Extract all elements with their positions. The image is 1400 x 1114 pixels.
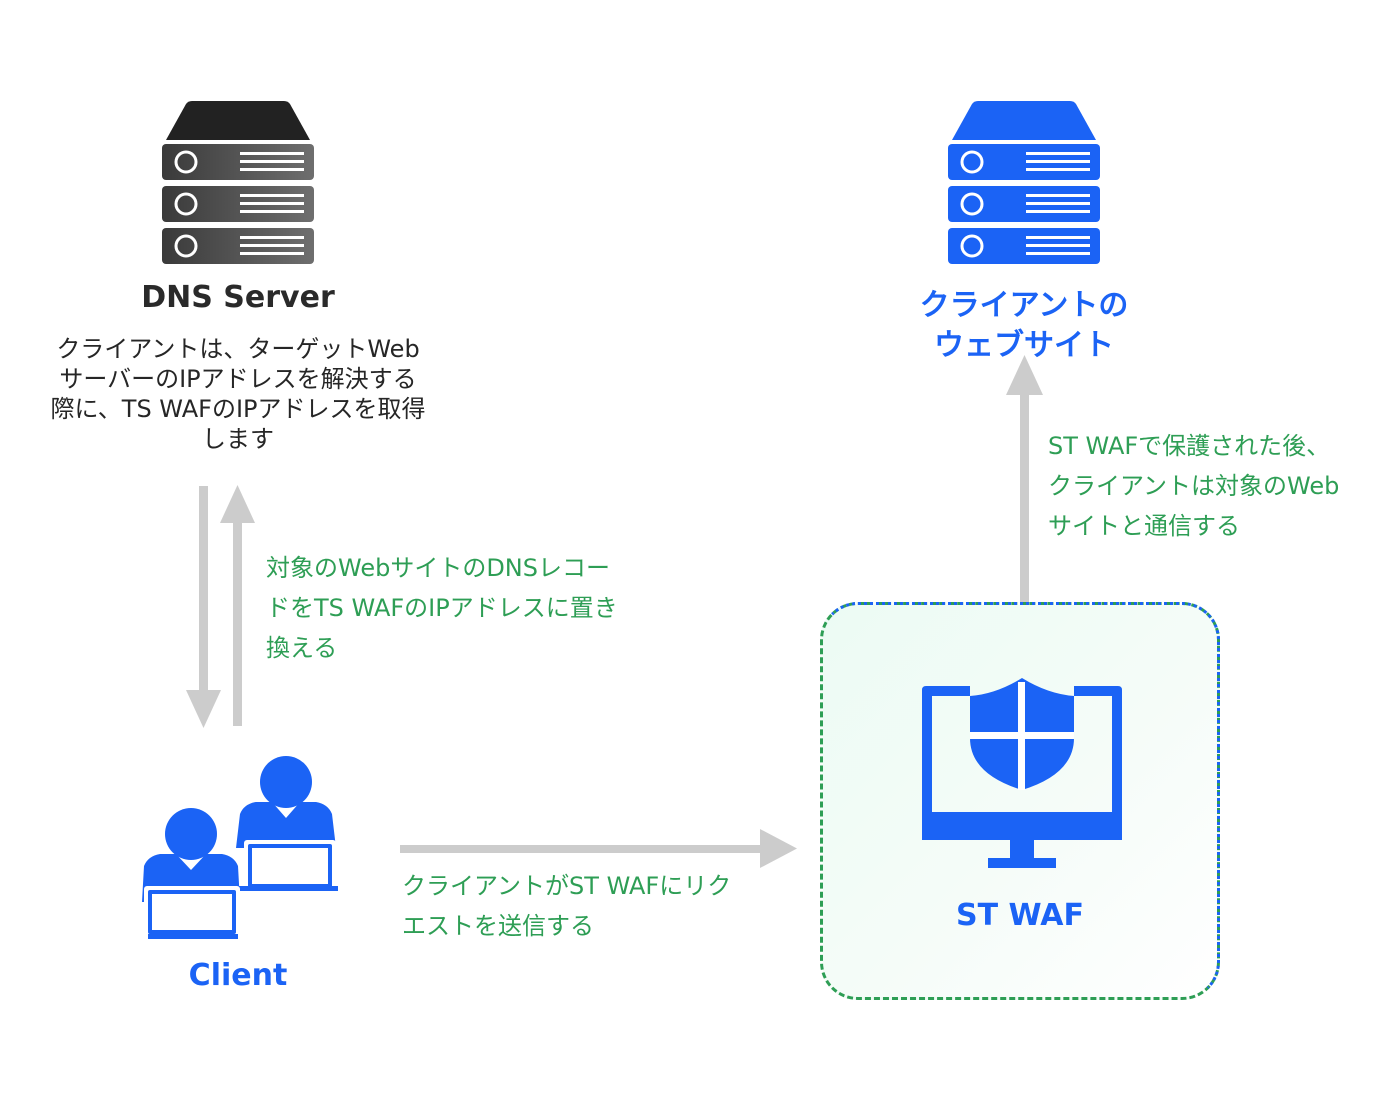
dns-server-description: クライアントは、ターゲットWebサーバーのIPアドレスを解決する際に、TS WA… bbox=[50, 335, 426, 453]
arrow-client-to-waf bbox=[400, 829, 797, 868]
dns-server-icon bbox=[162, 101, 314, 264]
website-title-line2: ウェブサイト bbox=[934, 328, 1114, 363]
note-dns-record: 対象のWebサイトのDNSレコードをTS WAFのIPアドレスに置き換える bbox=[266, 554, 618, 662]
arrow-dns-to-client bbox=[186, 486, 221, 728]
arrow-client-to-dns bbox=[220, 485, 255, 726]
waf-title: ST WAF bbox=[956, 898, 1084, 933]
client-users-icon bbox=[142, 756, 338, 939]
note-after-protection: ST WAFで保護された後、クライアントは対象のWebサイトと通信する bbox=[1048, 432, 1340, 540]
website-server-icon bbox=[948, 101, 1100, 264]
arrow-waf-to-website bbox=[1006, 355, 1043, 602]
monitor-shield-icon bbox=[922, 678, 1122, 868]
dns-server-title: DNS Server bbox=[141, 280, 335, 315]
note-client-request: クライアントがST WAFにリクエストを送信する bbox=[402, 872, 732, 940]
client-title: Client bbox=[188, 958, 288, 993]
website-title-line1: クライアントの bbox=[919, 288, 1129, 323]
waf-container-accent bbox=[820, 602, 1220, 1000]
